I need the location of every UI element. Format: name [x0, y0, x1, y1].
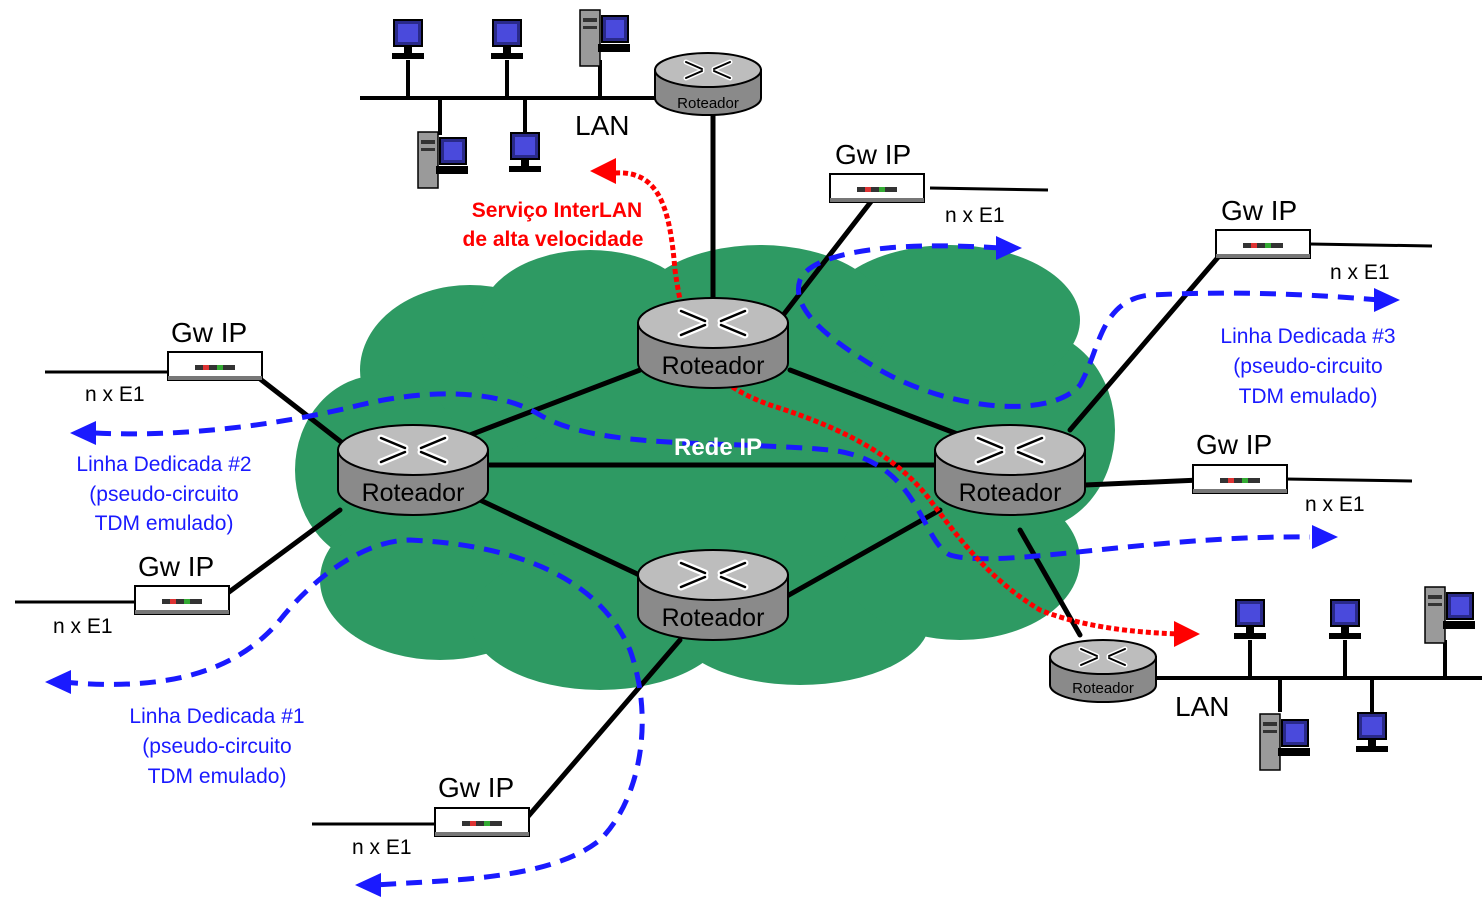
dedicated-line-paths [61, 243, 1381, 888]
gateway-device-icon [1215, 229, 1311, 259]
lan-bus-bottom [1155, 640, 1482, 712]
gateway-label: Gw IP [1221, 195, 1297, 226]
server-tower-icon [417, 131, 469, 189]
trunk-label: n x E1 [1305, 493, 1365, 516]
gateway-label: Gw IP [835, 139, 911, 170]
dedicated-line-arrowheads [45, 236, 1400, 897]
trunk-lines [15, 186, 1433, 826]
computer-icon [508, 132, 542, 173]
trunk-label: n x E1 [352, 836, 412, 859]
computer-icon [490, 19, 524, 60]
gateway-device-icon [434, 807, 530, 837]
gateway-label: Gw IP [438, 772, 514, 803]
router-label: Roteador [362, 479, 465, 507]
router-label: Roteador [959, 479, 1062, 507]
gateway-label: Gw IP [171, 317, 247, 348]
computer-icon [391, 19, 425, 60]
gateway-device-icon [167, 351, 263, 381]
trunk-label: n x E1 [945, 204, 1005, 227]
router-label: Roteador [662, 604, 765, 632]
server-tower-icon [1424, 586, 1476, 644]
interlan-service-label: Serviço InterLAN [472, 199, 642, 222]
computer-icon [1233, 599, 1267, 640]
server-tower-icon [1259, 713, 1311, 771]
dedicated-line-1-label: Linha Dedicada #1 (pseudo-circuito TDM e… [129, 705, 304, 788]
trunk-label: n x E1 [53, 615, 113, 638]
dedicated-line-subtitle: TDM emulado) [1239, 385, 1378, 408]
computer-icon [1355, 712, 1389, 753]
trunk-label: n x E1 [1330, 261, 1390, 284]
dedicated-line-subtitle: TDM emulado) [95, 512, 234, 535]
dedicated-line-subtitle: (pseudo-circuito [89, 483, 238, 506]
gateway-device-icon [829, 173, 925, 203]
dedicated-line-title: Linha Dedicada #3 [1220, 325, 1395, 348]
dedicated-line-title: Linha Dedicada #1 [129, 705, 304, 728]
router-label: Roteador [1072, 680, 1134, 697]
lan-label: LAN [575, 110, 629, 141]
dedicated-line-3-label: Linha Dedicada #3 (pseudo-circuito TDM e… [1220, 325, 1395, 408]
dedicated-line-path-1 [61, 537, 645, 888]
dedicated-line-2-label: Linha Dedicada #2 (pseudo-circuito TDM e… [76, 453, 251, 535]
server-tower-icon [579, 9, 631, 67]
lan-label: LAN [1175, 691, 1229, 722]
gateway-device-icon [134, 585, 230, 615]
dedicated-line-subtitle: TDM emulado) [148, 765, 287, 788]
computer-icon [1328, 599, 1362, 640]
dedicated-line-subtitle: (pseudo-circuito [142, 735, 291, 758]
dedicated-line-title: Linha Dedicada #2 [76, 453, 251, 476]
dedicated-line-subtitle: (pseudo-circuito [1233, 355, 1382, 378]
interlan-path [590, 158, 1200, 647]
router-label: Roteador [677, 95, 739, 112]
trunk-label: n x E1 [85, 383, 145, 406]
gateway-device-icon [1192, 464, 1288, 494]
network-links [222, 107, 1223, 823]
lan-bus-top [360, 60, 655, 135]
gateway-label: Gw IP [1196, 429, 1272, 460]
cloud-label: Rede IP [674, 434, 762, 461]
dedicated-line-path-3 [796, 243, 1381, 409]
gateway-label: Gw IP [138, 551, 214, 582]
dedicated-line-path-2 [94, 391, 1311, 562]
interlan-service-label: de alta velocidade [463, 228, 644, 251]
router-label: Roteador [662, 352, 765, 380]
